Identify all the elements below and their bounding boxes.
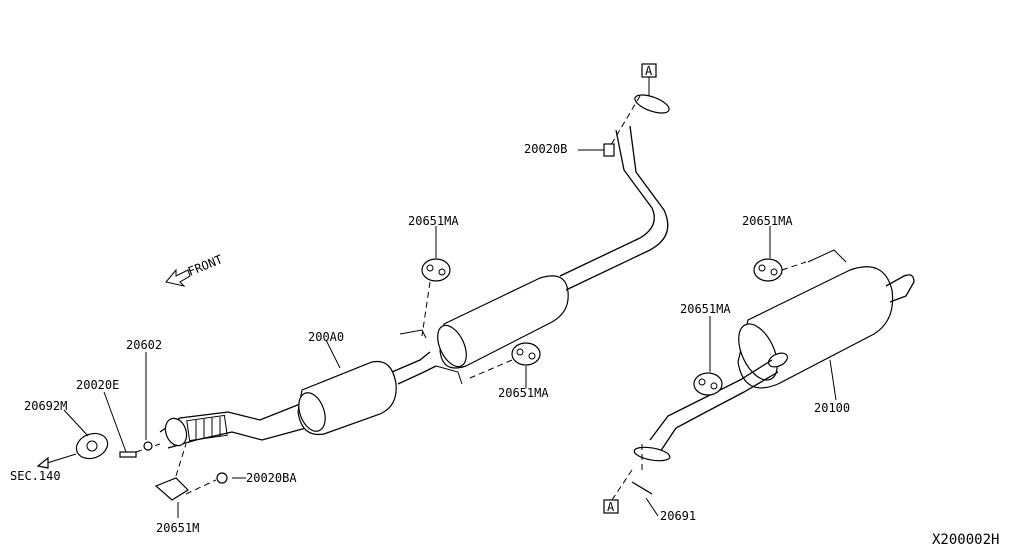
catalytic-converter <box>297 351 437 436</box>
section-ref-arrow <box>36 453 77 469</box>
label-20651M: 20651M <box>156 521 199 535</box>
label-20651MA-4: 20651MA <box>680 302 731 316</box>
label-20651MA-2: 20651MA <box>498 386 549 400</box>
label-20020B: 20020B <box>524 142 567 156</box>
label-20100: 20100 <box>814 401 850 415</box>
hanger-3 <box>753 258 807 282</box>
hanger-1 <box>399 258 451 339</box>
nut-20602 <box>143 441 153 451</box>
label-200A0: 200A0 <box>308 330 344 344</box>
section-ref-label: SEC.140 <box>10 469 61 483</box>
center-muffler <box>437 125 669 369</box>
marker-a-top: A <box>645 64 653 78</box>
upper-flange <box>607 94 670 151</box>
stud-20020E <box>119 443 161 458</box>
label-20691: 20691 <box>660 509 696 523</box>
bolt-20020B <box>603 143 615 157</box>
front-arrow: FRONT <box>165 252 225 287</box>
marker-a-box-bottom <box>603 499 619 514</box>
marker-a-bottom: A <box>607 500 615 514</box>
label-20651MA-3: 20651MA <box>742 214 793 228</box>
gasket-20692M <box>75 432 109 460</box>
bracket-20651M <box>154 443 217 501</box>
nut-20020BA <box>216 472 228 484</box>
label-20692M: 20692M <box>24 399 67 413</box>
rear-muffler <box>633 249 915 462</box>
label-20602: 20602 <box>126 338 162 352</box>
hanger-4 <box>693 372 723 396</box>
label-20020BA: 20020BA <box>246 471 297 485</box>
front-label: FRONT <box>186 252 225 279</box>
front-pipe <box>159 403 307 449</box>
gasket-20691 <box>611 444 653 501</box>
diagram-code: X200002H <box>932 532 999 548</box>
hanger-2 <box>435 342 541 385</box>
label-20651MA-1: 20651MA <box>408 214 459 228</box>
label-20020E: 20020E <box>76 378 119 392</box>
